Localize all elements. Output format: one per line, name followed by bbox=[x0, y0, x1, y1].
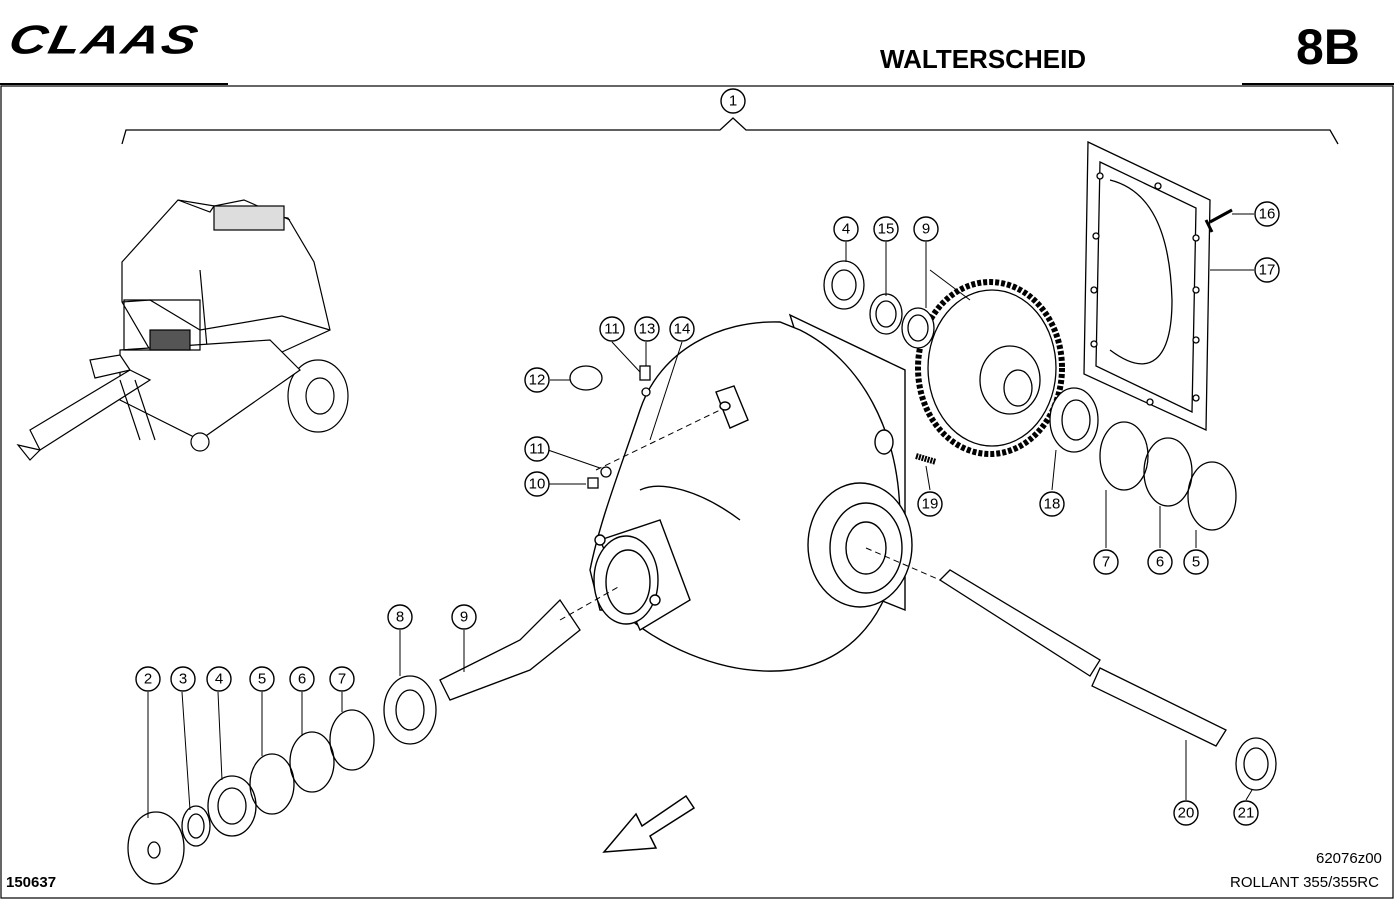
callout-14: 14 bbox=[669, 316, 695, 342]
callout-11: 11 bbox=[599, 316, 625, 342]
shaft bbox=[938, 569, 1277, 791]
svg-text:9: 9 bbox=[460, 609, 468, 626]
callout-7: 7 bbox=[329, 666, 355, 692]
direction-arrow bbox=[602, 794, 696, 853]
callout-1: 1 bbox=[720, 88, 746, 114]
svg-text:20: 20 bbox=[1178, 805, 1195, 822]
svg-text:1: 1 bbox=[729, 93, 737, 110]
callout-5: 5 bbox=[249, 666, 275, 692]
callout-3: 3 bbox=[170, 666, 196, 692]
svg-text:17: 17 bbox=[1259, 262, 1276, 279]
svg-text:4: 4 bbox=[215, 671, 223, 688]
svg-text:11: 11 bbox=[604, 321, 620, 338]
callout-4: 4 bbox=[206, 666, 232, 692]
drawing-number: 62076z00 bbox=[1316, 850, 1382, 867]
crown-wheel bbox=[915, 279, 1065, 457]
section-number: 8B bbox=[1296, 19, 1360, 75]
callout-21: 21 bbox=[1233, 800, 1259, 826]
page-code: 150637 bbox=[6, 874, 57, 891]
callout-19: 19 bbox=[917, 491, 943, 517]
callout-6b: 6 bbox=[1147, 549, 1173, 575]
svg-text:12: 12 bbox=[529, 372, 546, 389]
gearbox-housing bbox=[589, 313, 913, 672]
callout-13: 13 bbox=[634, 316, 660, 342]
callout-9: 9 bbox=[451, 604, 477, 630]
pinion-shaft bbox=[383, 598, 581, 745]
svg-text:2: 2 bbox=[144, 671, 152, 688]
cover-plate bbox=[1083, 140, 1211, 432]
svg-text:16: 16 bbox=[1259, 206, 1276, 223]
svg-text:10: 10 bbox=[529, 476, 546, 493]
lower-seals bbox=[127, 709, 375, 885]
upper-seals bbox=[569, 260, 1237, 531]
callout-20: 20 bbox=[1173, 800, 1199, 826]
svg-text:7: 7 bbox=[338, 671, 346, 688]
callout-8: 8 bbox=[387, 604, 413, 630]
svg-text:18: 18 bbox=[1044, 496, 1061, 513]
callout-6: 6 bbox=[289, 666, 315, 692]
callout-9b: 9 bbox=[913, 216, 939, 242]
callout-17: 17 bbox=[1254, 257, 1280, 283]
svg-text:13: 13 bbox=[639, 321, 656, 338]
svg-text:8: 8 bbox=[396, 609, 404, 626]
callout-4b: 4 bbox=[833, 216, 859, 242]
callout-10: 10 bbox=[524, 471, 550, 497]
callout-16: 16 bbox=[1254, 201, 1280, 227]
svg-text:3: 3 bbox=[179, 671, 187, 688]
callout-11b: 11 bbox=[524, 436, 550, 462]
svg-text:14: 14 bbox=[674, 321, 691, 338]
svg-text:9: 9 bbox=[922, 221, 930, 238]
svg-text:21: 21 bbox=[1238, 805, 1255, 822]
callout-2: 2 bbox=[135, 666, 161, 692]
baler-thumbnail bbox=[16, 199, 349, 461]
svg-text:6: 6 bbox=[1156, 554, 1164, 571]
svg-text:11: 11 bbox=[529, 441, 545, 458]
callout-7b: 7 bbox=[1093, 549, 1119, 575]
page-title: WALTERSCHEID bbox=[880, 44, 1087, 74]
callout-15: 15 bbox=[873, 216, 899, 242]
callout-12: 12 bbox=[524, 367, 550, 393]
svg-text:15: 15 bbox=[878, 221, 895, 238]
callout-18: 18 bbox=[1039, 491, 1065, 517]
callout-5b: 5 bbox=[1183, 549, 1209, 575]
svg-text:4: 4 bbox=[842, 221, 850, 238]
svg-text:5: 5 bbox=[258, 671, 266, 688]
model-name: ROLLANT 355/355RC bbox=[1230, 874, 1379, 891]
svg-text:19: 19 bbox=[922, 496, 939, 513]
svg-text:6: 6 bbox=[298, 671, 306, 688]
svg-text:7: 7 bbox=[1102, 554, 1110, 571]
svg-text:5: 5 bbox=[1192, 554, 1200, 571]
